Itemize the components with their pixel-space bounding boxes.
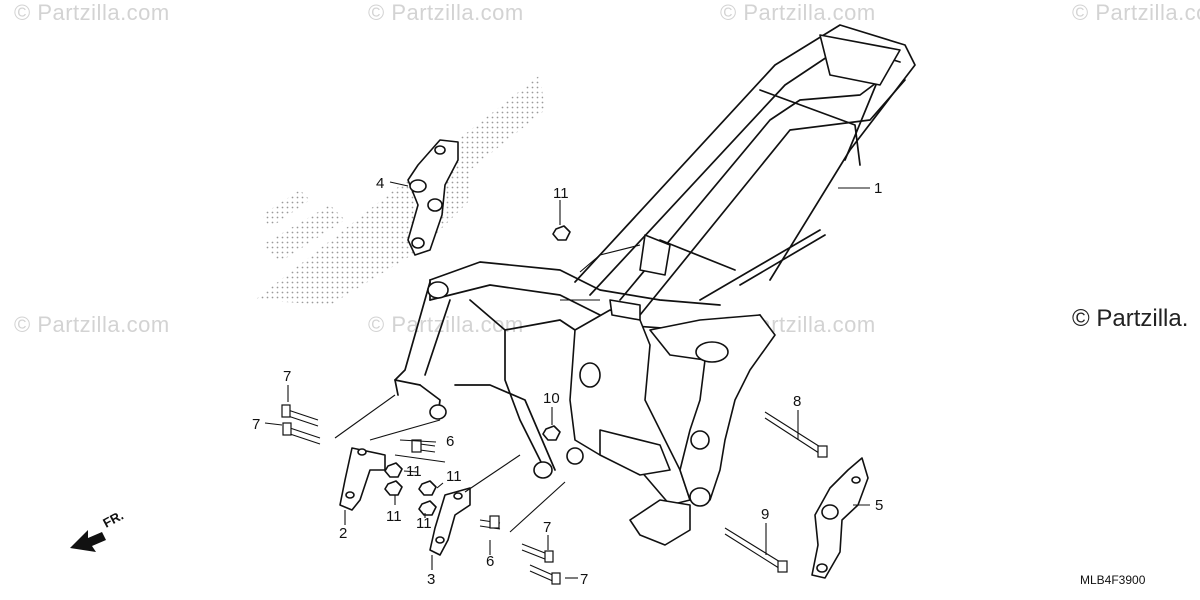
brand-emblem-dots	[255, 75, 545, 305]
bolts	[281, 404, 828, 585]
callout-7: 7	[283, 368, 291, 385]
callout-1: 1	[874, 180, 882, 197]
lower-bracket-part-2	[339, 447, 386, 511]
nuts	[384, 225, 571, 516]
front-direction-arrow: FR.	[70, 508, 126, 552]
callout-8: 8	[793, 393, 801, 410]
callout-7: 7	[543, 519, 551, 536]
callout-3: 3	[427, 571, 435, 588]
callout-11: 11	[553, 185, 569, 202]
lower-bracket-part-3	[429, 487, 471, 556]
callout-11: 11	[416, 515, 432, 532]
callout-7: 7	[580, 571, 588, 588]
main-frame	[394, 24, 916, 546]
watermark: © Partzilla.com	[14, 0, 170, 25]
watermark: © Partzilla.com	[14, 312, 170, 337]
callout-numbers: 1 2 3 4 5 6 6 7 7 7 7 8 9 10 11 11 11 11…	[252, 175, 883, 588]
leader-lines	[264, 181, 870, 579]
upper-bracket-part-4	[407, 139, 459, 256]
callout-10: 10	[543, 390, 560, 407]
callout-9: 9	[761, 506, 769, 523]
watermark: © Partzilla.com	[1072, 0, 1200, 25]
callout-11: 11	[406, 463, 422, 480]
callout-6: 6	[446, 433, 454, 450]
callout-5: 5	[875, 497, 883, 514]
callout-11: 11	[446, 468, 462, 485]
right-bracket-part-5	[811, 457, 869, 579]
watermark: © Partzilla.com	[720, 0, 876, 25]
callout-6: 6	[486, 553, 494, 570]
callout-2: 2	[339, 525, 347, 542]
callout-11: 11	[386, 508, 402, 525]
callout-7: 7	[252, 416, 260, 433]
watermark-dark: © Partzilla.	[1072, 305, 1189, 332]
direction-label: FR.	[100, 508, 126, 531]
callout-4: 4	[376, 175, 384, 192]
watermark: © Partzilla.com	[368, 0, 524, 25]
diagram-code: MLB4F3900	[1080, 573, 1146, 587]
